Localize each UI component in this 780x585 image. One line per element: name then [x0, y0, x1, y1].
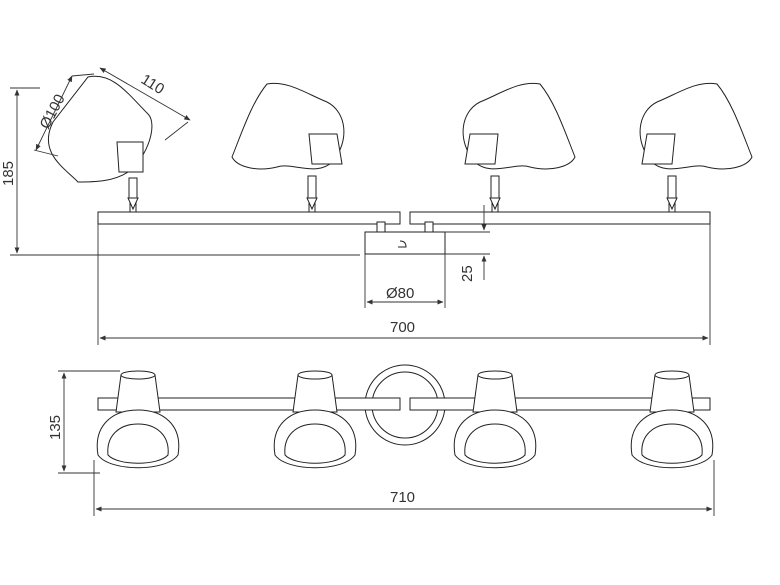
dim-front-height: 135	[47, 370, 120, 474]
dim-side-width-label: 700	[390, 319, 415, 336]
dim-front-width: 710	[93, 460, 715, 516]
side-rail-left	[97, 211, 401, 225]
front-spot-1	[96, 370, 180, 469]
front-view: 135 710	[47, 364, 715, 516]
dim-total-height: 185	[0, 87, 360, 256]
dim-front-height-label: 135	[47, 415, 64, 440]
side-view: Ø100 110 185 25 Ø80	[0, 67, 753, 345]
side-spot-2	[231, 82, 345, 213]
dim-shade-depth-label: 110	[138, 71, 167, 98]
side-spot-1	[47, 75, 153, 213]
side-spot-3	[462, 82, 576, 213]
front-spot-4	[630, 370, 714, 469]
dim-plate-depth: 25	[445, 205, 490, 282]
dim-plate-diameter-label: Ø80	[386, 285, 414, 302]
dim-total-height-label: 185	[0, 161, 17, 186]
dim-plate-diameter: Ø80	[364, 254, 446, 308]
side-spot-4	[639, 82, 753, 213]
side-rail-right	[409, 211, 711, 225]
front-spot-2	[273, 370, 357, 469]
dim-side-width: 700	[97, 224, 711, 345]
side-mounting-plate	[364, 221, 446, 255]
front-spot-3	[453, 370, 537, 469]
dim-front-width-label: 710	[390, 489, 415, 506]
dim-plate-depth-label: 25	[459, 265, 476, 282]
